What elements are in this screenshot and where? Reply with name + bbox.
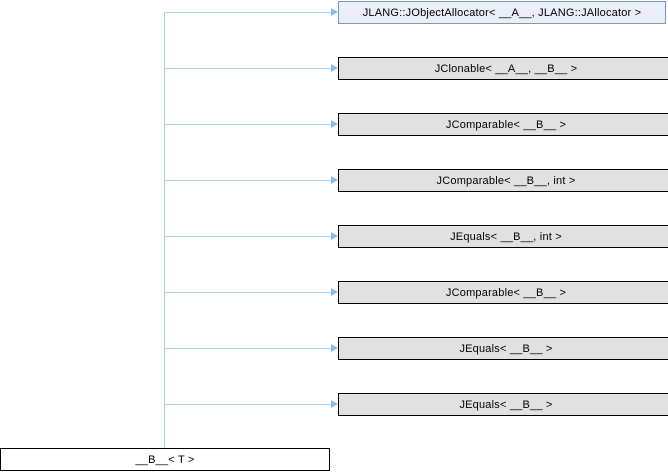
arrowhead-icon xyxy=(331,120,338,128)
inheritance-edge xyxy=(164,404,331,405)
arrowhead-icon xyxy=(331,344,338,352)
arrowhead-icon xyxy=(331,400,338,408)
node-jequals-b-int: JEquals< __B__, int > xyxy=(338,225,668,248)
inheritance-edge xyxy=(164,68,331,69)
inheritance-trunk-edge xyxy=(164,12,165,448)
inheritance-edge xyxy=(164,348,331,349)
inheritance-edge xyxy=(164,180,331,181)
inheritance-edge xyxy=(164,12,331,13)
inheritance-edge xyxy=(164,124,331,125)
arrowhead-icon xyxy=(331,64,338,72)
node-jobjectallocator[interactable]: JLANG::JObjectAllocator< __A__, JLANG::J… xyxy=(338,1,666,24)
node-jclonable: JClonable< __A__, __B__ > xyxy=(338,57,668,80)
node-base-b-t: __B__< T > xyxy=(0,448,330,471)
arrowhead-icon xyxy=(331,288,338,296)
node-jequals-b: JEquals< __B__ > xyxy=(338,337,668,360)
arrowhead-icon xyxy=(331,232,338,240)
inheritance-edge xyxy=(164,292,331,293)
node-jequals-b-2: JEquals< __B__ > xyxy=(338,393,668,416)
node-jcomparable-b: JComparable< __B__ > xyxy=(338,113,668,136)
node-jcomparable-b-int: JComparable< __B__, int > xyxy=(338,169,668,192)
node-jcomparable-b-2: JComparable< __B__ > xyxy=(338,281,668,304)
arrowhead-icon xyxy=(331,176,338,184)
inheritance-edge xyxy=(164,236,331,237)
arrowhead-icon xyxy=(331,8,338,16)
